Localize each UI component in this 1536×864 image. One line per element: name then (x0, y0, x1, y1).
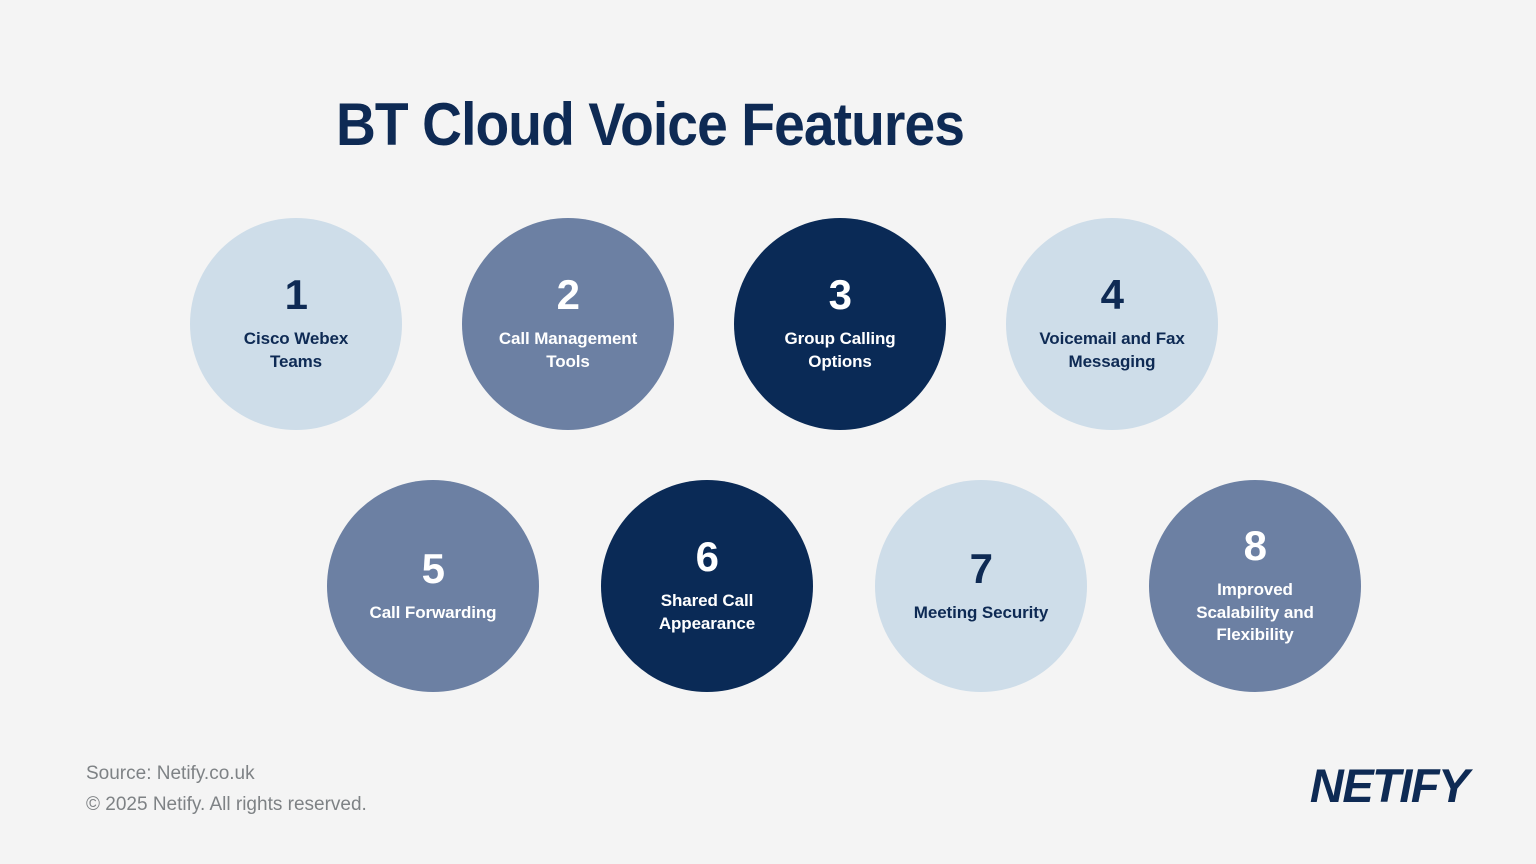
page-title: BT Cloud Voice Features (335, 91, 965, 158)
feature-label: Call Management Tools (498, 329, 638, 371)
feature-number: 4 (1100, 271, 1124, 319)
feature-number: 2 (556, 271, 580, 319)
feature-label: Cisco Webex Teams (243, 329, 349, 371)
feature-number: 5 (421, 544, 445, 592)
feature-label: Shared Call Appearance (658, 591, 756, 633)
netify-logo: NETIFY (1309, 759, 1470, 812)
footer-copyright: © 2025 Netify. All rights reserved. (86, 794, 367, 816)
feature-label: Group Calling Options (784, 329, 896, 371)
feature-label: Meeting Security (913, 602, 1049, 622)
feature-label: Call Forwarding (369, 602, 497, 622)
feature-label: Voicemail and Fax Messaging (1039, 329, 1185, 371)
footer-source: Source: Netify.co.uk (86, 763, 255, 784)
feature-number: 6 (695, 533, 719, 581)
feature-number: 7 (969, 544, 993, 592)
feature-number: 1 (284, 271, 308, 319)
feature-number: 3 (828, 271, 852, 319)
footer: Source: Netify.co.uk © 2025 Netify. All … (86, 758, 367, 821)
feature-number: 8 (1243, 521, 1267, 569)
feature-label: Improved Scalability and Flexibility (1196, 579, 1314, 645)
